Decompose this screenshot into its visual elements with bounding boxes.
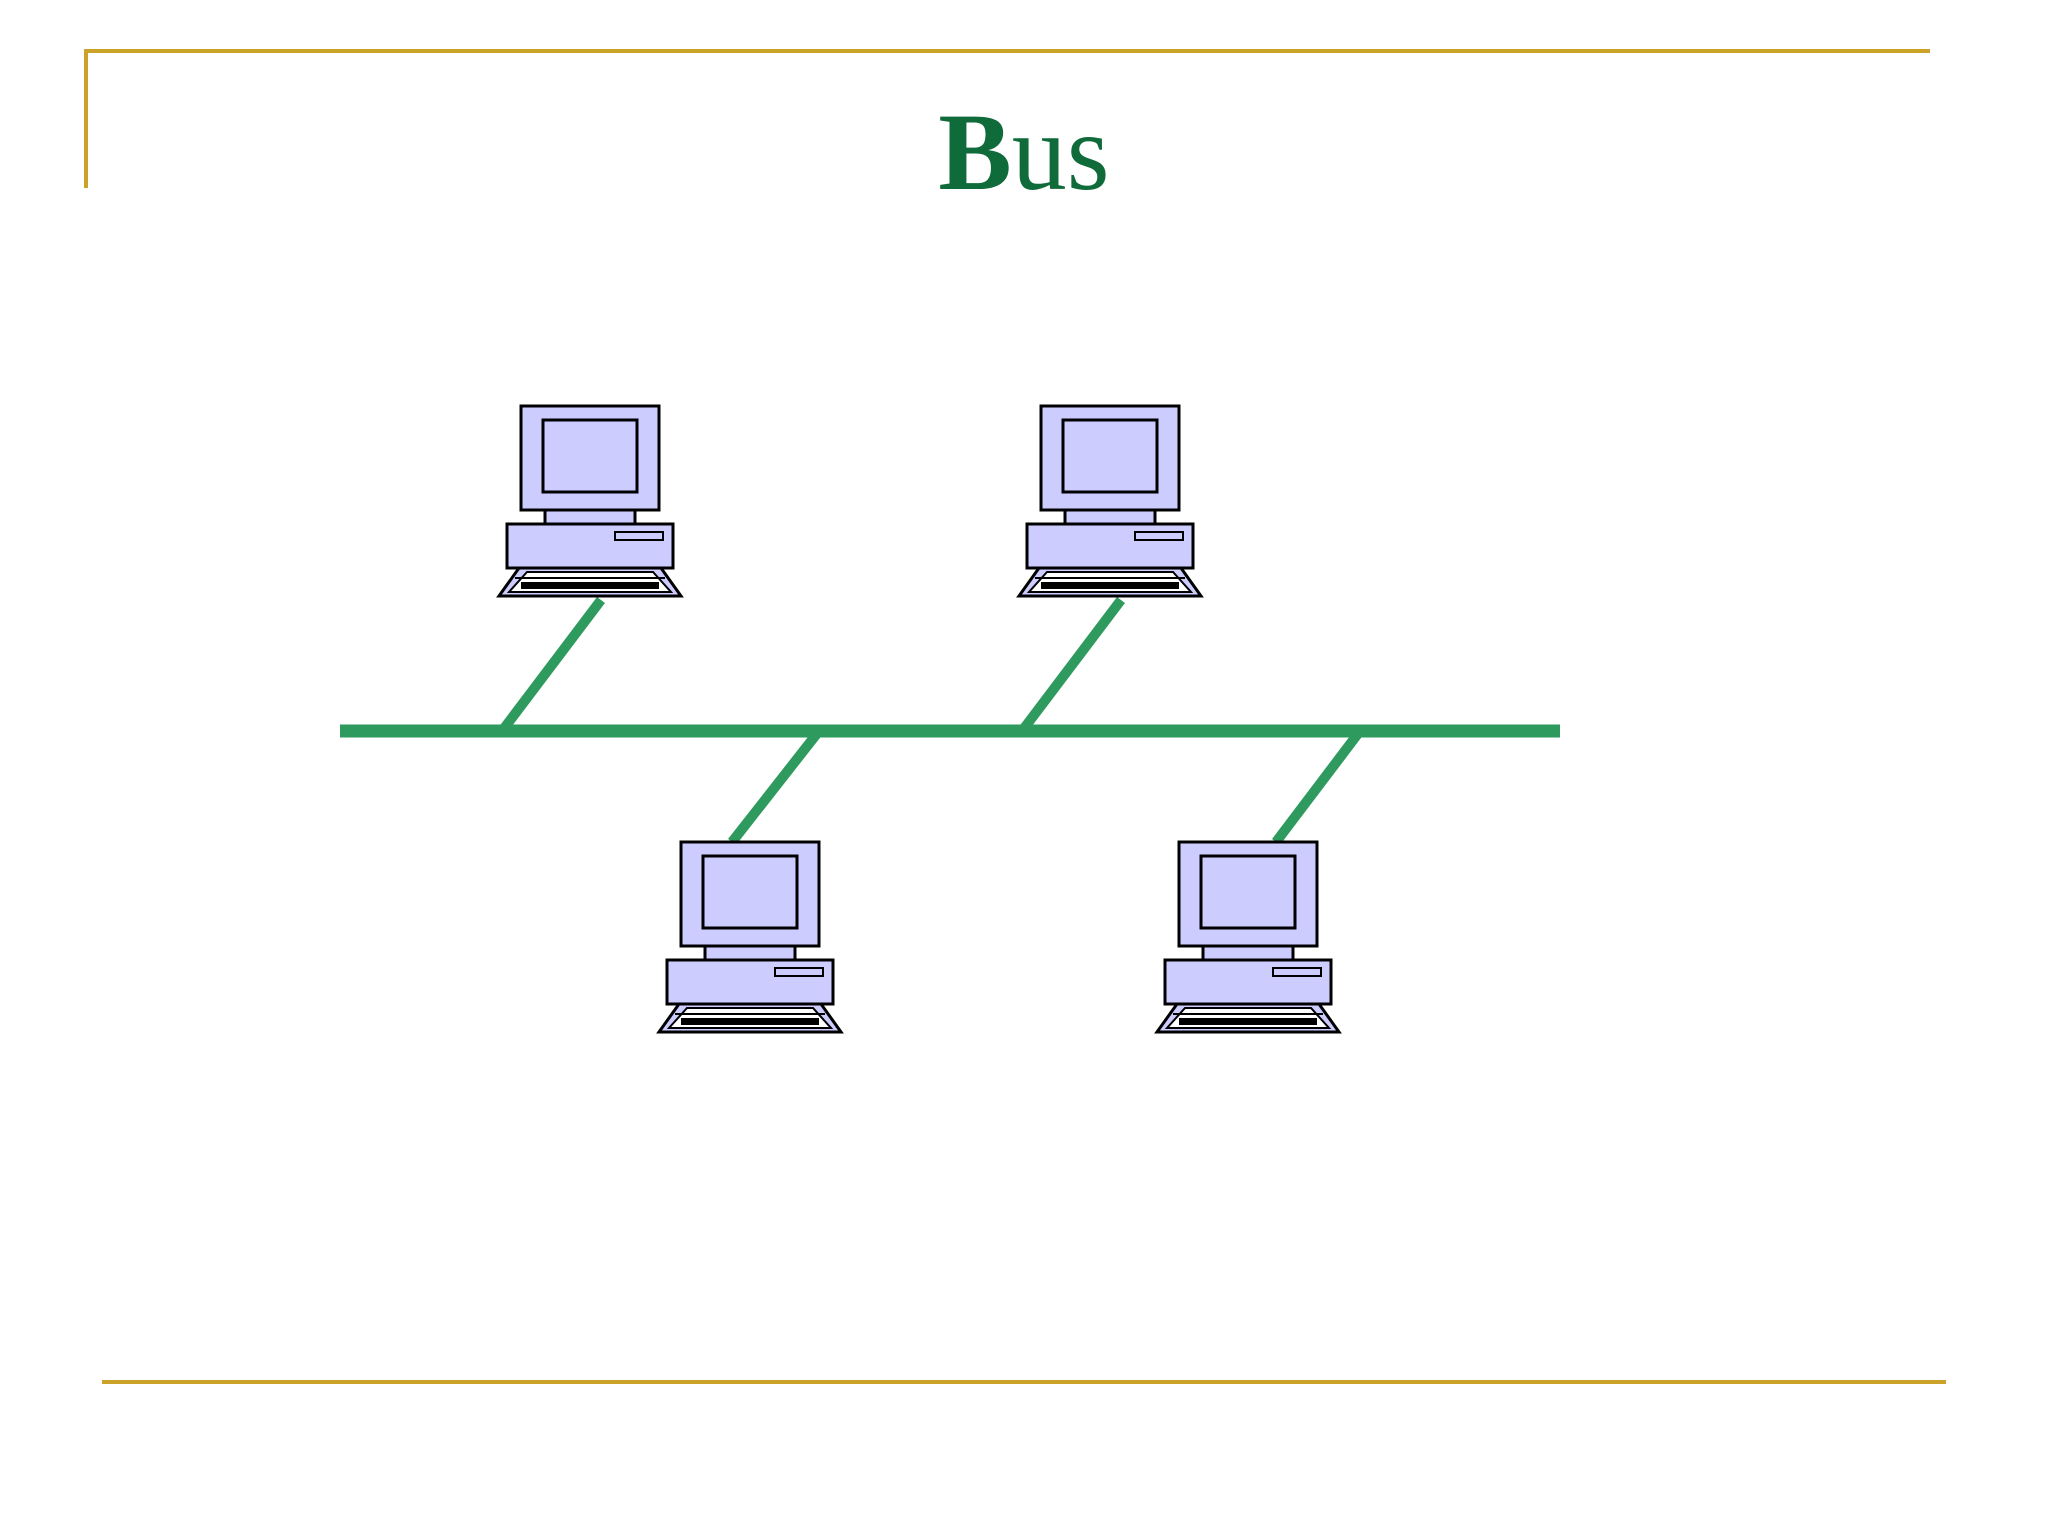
computer-top-left-icon [497, 404, 683, 598]
drop-cable-bottom-right [1272, 727, 1364, 846]
drop-cable-top-right [1018, 596, 1125, 735]
drop-cable-bottom-left [728, 727, 823, 846]
computer-bottom-left-icon [657, 840, 843, 1034]
slide-frame-top-line [84, 49, 1930, 53]
slide-title-rest: us [1011, 91, 1110, 213]
slide-frame-left-line [84, 49, 88, 188]
slide-title-initial: B [938, 91, 1012, 213]
slide-frame-bottom-line [102, 1380, 1946, 1384]
computer-bottom-right-icon [1155, 840, 1341, 1034]
computer-top-right-icon [1017, 404, 1203, 598]
drop-cable-top-left [498, 596, 605, 735]
slide-title: Bus [0, 92, 2048, 212]
